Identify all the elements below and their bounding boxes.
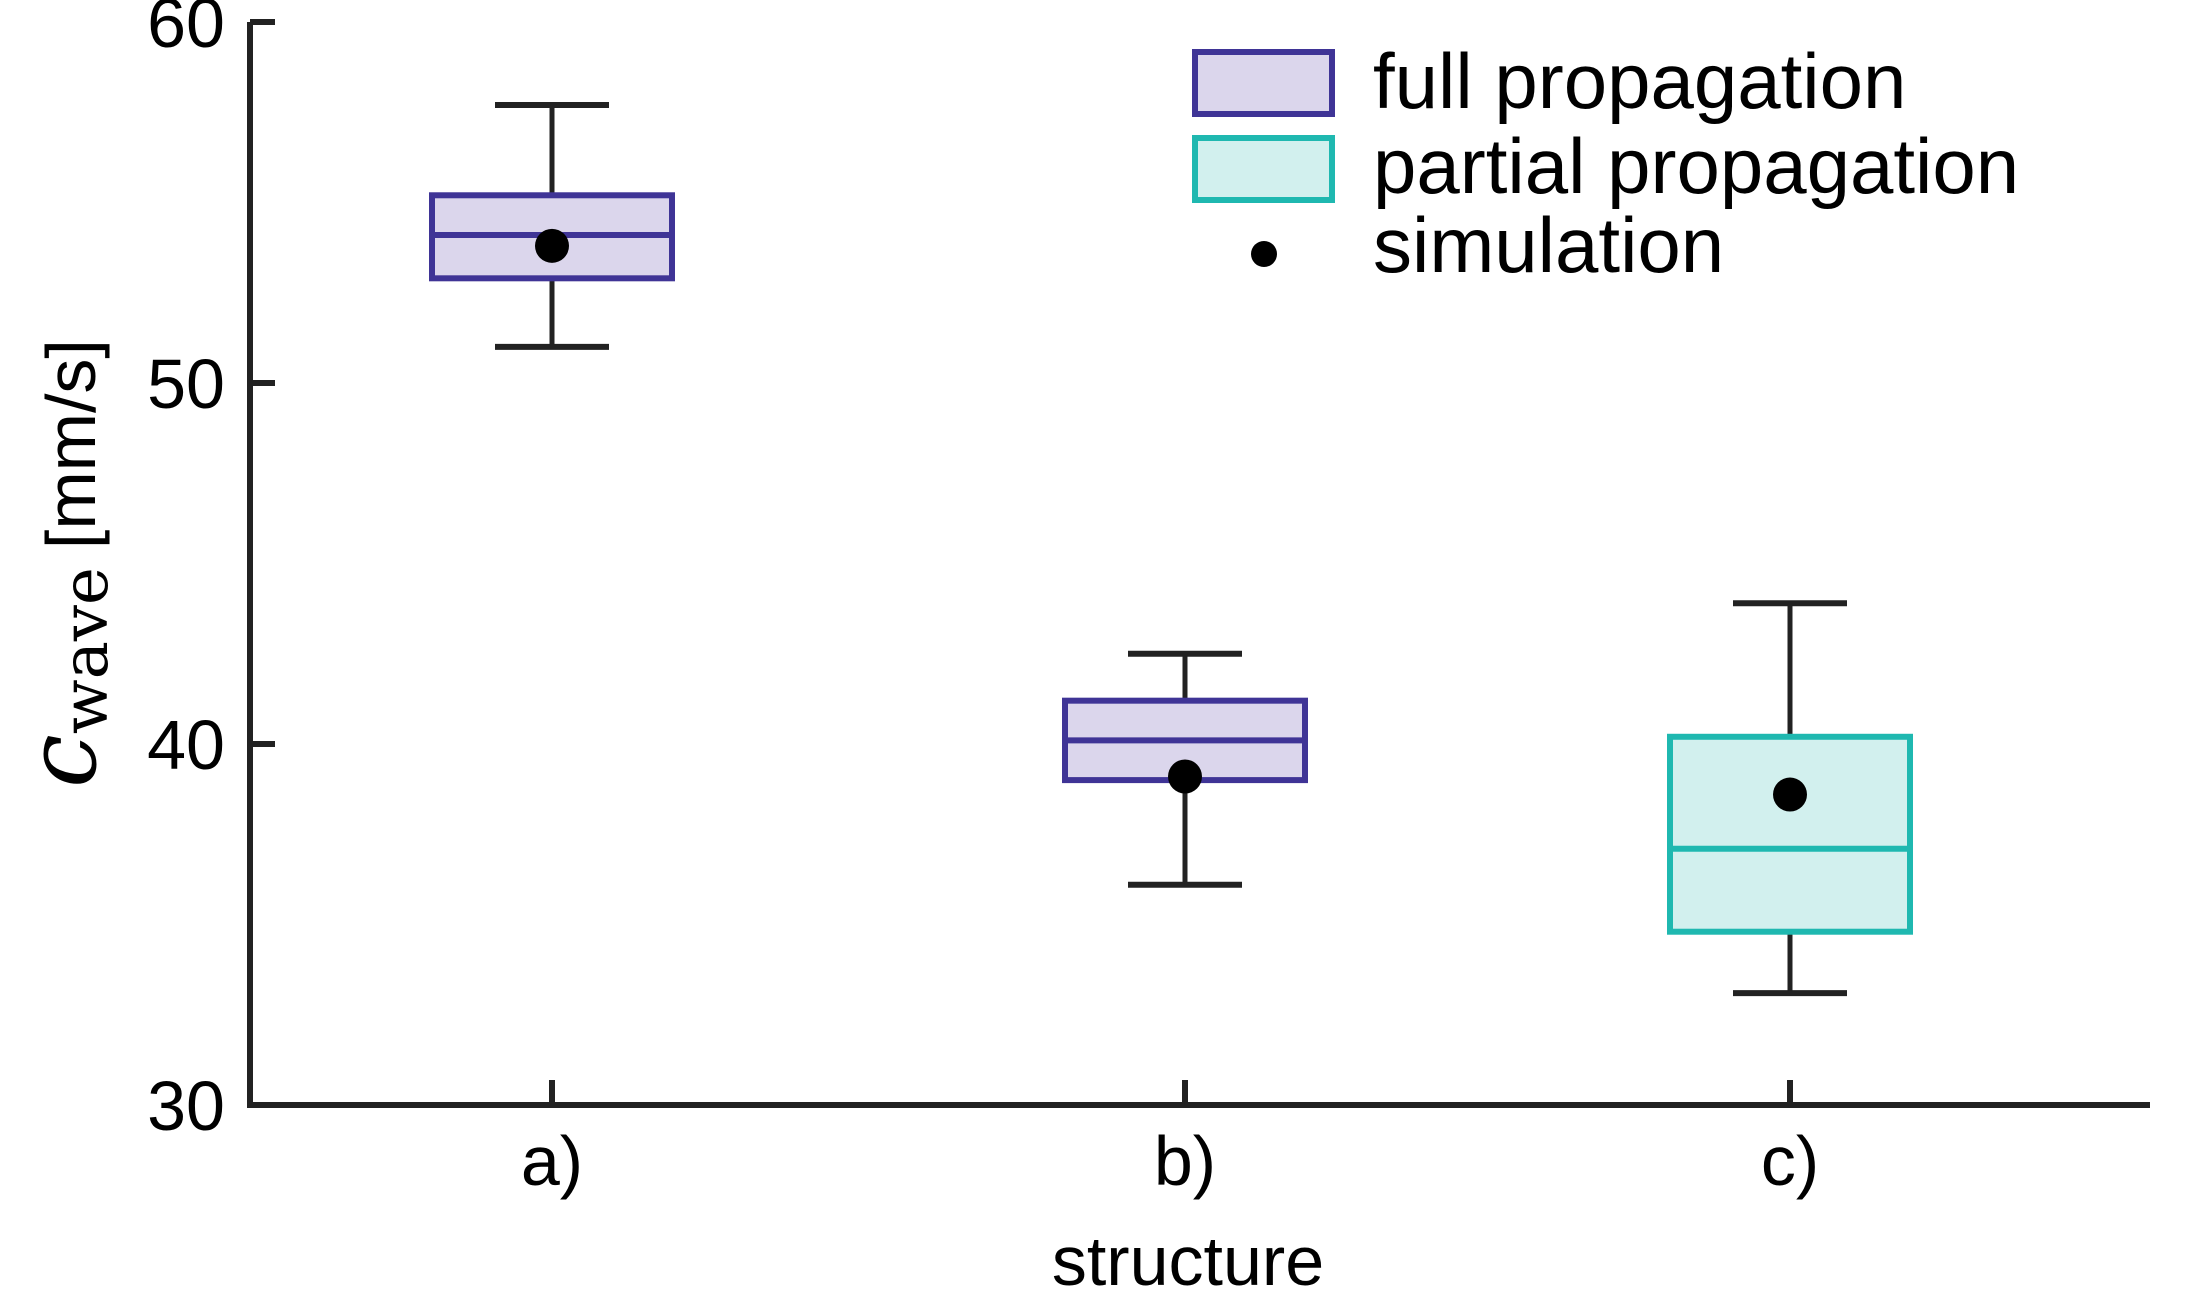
y-axis-label-symbol: c xyxy=(6,734,118,788)
x-axis-label: structure xyxy=(1052,1222,1324,1300)
simulation-point xyxy=(535,228,569,263)
y-tick-label-50: 50 xyxy=(147,345,225,423)
legend-item-simulation: simulation xyxy=(1251,201,1724,289)
legend-marker-simulation xyxy=(1251,241,1277,267)
legend-swatch-partial-propagation xyxy=(1192,135,1335,203)
x-tick-label-3: c) xyxy=(1761,1122,1819,1200)
boxes xyxy=(429,102,1913,997)
legend-item-full-propagation: full propagation xyxy=(1192,37,1906,125)
legend-swatch-full-propagation xyxy=(1192,49,1335,117)
y-axis-label-subscript: wave xyxy=(49,567,123,734)
y-ticks: 30 40 50 60 xyxy=(147,0,275,1145)
y-tick-label-30: 30 xyxy=(147,1067,225,1145)
box-2 xyxy=(1062,650,1308,888)
y-tick-label-60: 60 xyxy=(147,0,225,62)
svg-text:cwave[mm/s]: cwave [mm/s] xyxy=(6,339,123,788)
y-axis-label-unit: [mm/s] xyxy=(32,339,110,549)
x-tick-label-1: a) xyxy=(521,1122,583,1200)
legend-label-full-propagation: full propagation xyxy=(1373,37,1906,125)
simulation-point xyxy=(1168,759,1202,794)
legend-item-partial-propagation: partial propagation xyxy=(1192,122,2019,210)
box-iqr xyxy=(1667,733,1913,935)
x-ticks: a) b) c) xyxy=(521,1080,1819,1200)
legend-label-simulation: simulation xyxy=(1373,201,1724,289)
y-axis-label: cwave [mm/s] xyxy=(6,339,123,788)
axes xyxy=(247,22,2150,1108)
box-1 xyxy=(429,102,675,350)
simulation-point xyxy=(1773,777,1807,812)
legend: full propagation partial propagation sim… xyxy=(1192,37,2019,289)
legend-label-partial-propagation: partial propagation xyxy=(1373,122,2019,210)
x-tick-label-2: b) xyxy=(1154,1122,1216,1200)
y-tick-label-40: 40 xyxy=(147,706,225,784)
box-3 xyxy=(1667,600,1913,997)
